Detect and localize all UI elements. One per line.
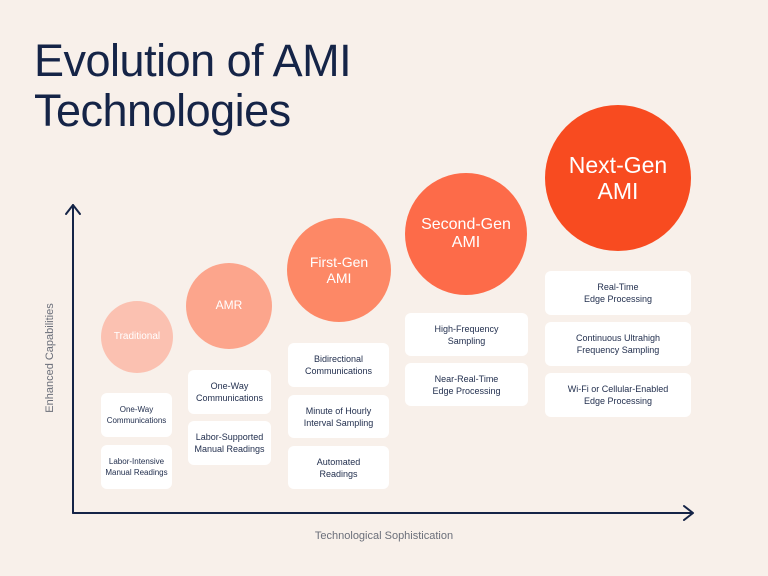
- feature-card: Wi-Fi or Cellular-Enabled Edge Processin…: [545, 373, 691, 417]
- feature-card: Automated Readings: [288, 446, 389, 489]
- feature-card: Real-Time Edge Processing: [545, 271, 691, 315]
- y-axis-label: Enhanced Capabilities: [44, 303, 56, 413]
- title-line-1: Evolution of AMI: [34, 35, 352, 86]
- feature-card: Near-Real-Time Edge Processing: [405, 363, 528, 406]
- feature-card: Labor-Intensive Manual Readings: [101, 445, 172, 489]
- feature-card: Bidirectional Communications: [288, 343, 389, 387]
- title-line-2: Technologies: [34, 85, 291, 136]
- feature-card: One-Way Communications: [188, 370, 271, 414]
- stage-label: Next-Gen AMI: [568, 151, 668, 204]
- stage-label: AMR: [215, 298, 243, 313]
- y-axis-arrowhead: [65, 204, 81, 215]
- feature-card: Minute of Hourly Interval Sampling: [288, 395, 389, 438]
- feature-card: Continuous Ultrahigh Frequency Sampling: [545, 322, 691, 366]
- x-axis-arrowhead: [683, 505, 694, 521]
- page-title: Evolution of AMI Technologies: [34, 35, 352, 136]
- feature-card: One-Way Communications: [101, 393, 172, 437]
- feature-card: Labor-Supported Manual Readings: [188, 421, 271, 465]
- stage-label: First-Gen AMI: [309, 253, 369, 286]
- stage-circle-traditional: Traditional: [101, 301, 173, 373]
- stage-circle-amr: AMR: [186, 263, 272, 349]
- stage-circle-next-gen: Next-Gen AMI: [545, 105, 691, 251]
- stage-circle-first-gen: First-Gen AMI: [287, 218, 391, 322]
- x-axis-label: Technological Sophistication: [314, 530, 454, 542]
- stage-label: Traditional: [113, 331, 161, 343]
- stage-label: Second-Gen AMI: [421, 215, 511, 251]
- feature-card: High-Frequency Sampling: [405, 313, 528, 356]
- stage-circle-second-gen: Second-Gen AMI: [405, 173, 527, 295]
